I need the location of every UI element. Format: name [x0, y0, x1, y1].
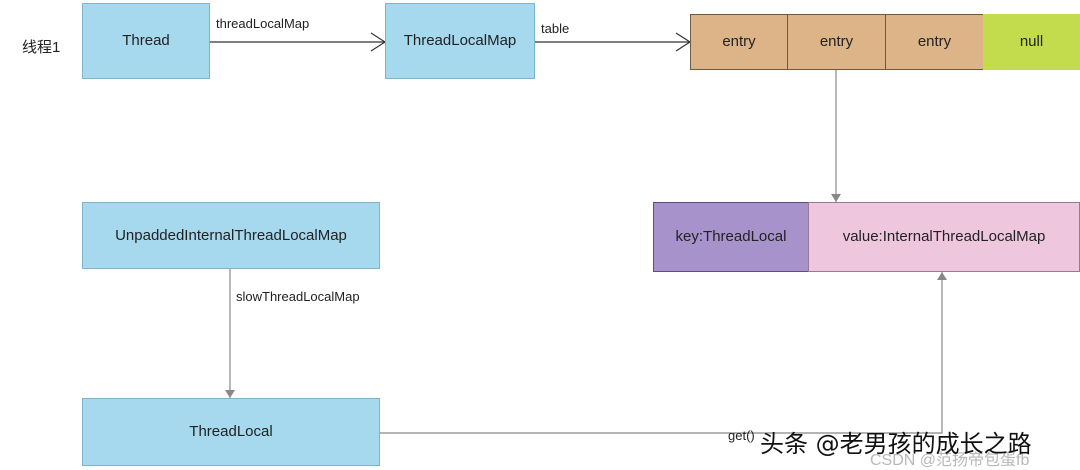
edge-entry-to-kv-arrow [831, 194, 841, 202]
table-cell-entry-1: entry [690, 14, 788, 70]
entry-value-node: value:InternalThreadLocalMap [808, 202, 1080, 272]
watermark-main: 头条 @老男孩的成长之路 [760, 430, 1032, 458]
label-get: get() [728, 428, 755, 443]
thread-local-map-node: ThreadLocalMap [385, 3, 535, 79]
label-thread-local-map: threadLocalMap [216, 16, 310, 31]
thread-local-node: ThreadLocal [82, 398, 380, 466]
thread-node: Thread [82, 3, 210, 79]
label-slow-thread-local-map: slowThreadLocalMap [236, 289, 360, 304]
table-cell-entry-3: entry [885, 14, 984, 70]
entry-key-node: key:ThreadLocal [653, 202, 809, 272]
unpadded-map-node: UnpaddedInternalThreadLocalMap [82, 202, 380, 269]
edge-threadlocal-to-value-arrow [937, 272, 947, 280]
table-cell-entry-2: entry [787, 14, 886, 70]
watermark-sub: CSDN @范扬帝包蛋fb [870, 452, 1030, 469]
edge-unpadded-to-threadlocal-arrow [225, 390, 235, 398]
table-cell-null: null [983, 14, 1080, 70]
thread-label: 线程1 [22, 39, 61, 56]
label-table: table [541, 21, 570, 36]
edge-threadlocal-to-value [379, 272, 943, 434]
